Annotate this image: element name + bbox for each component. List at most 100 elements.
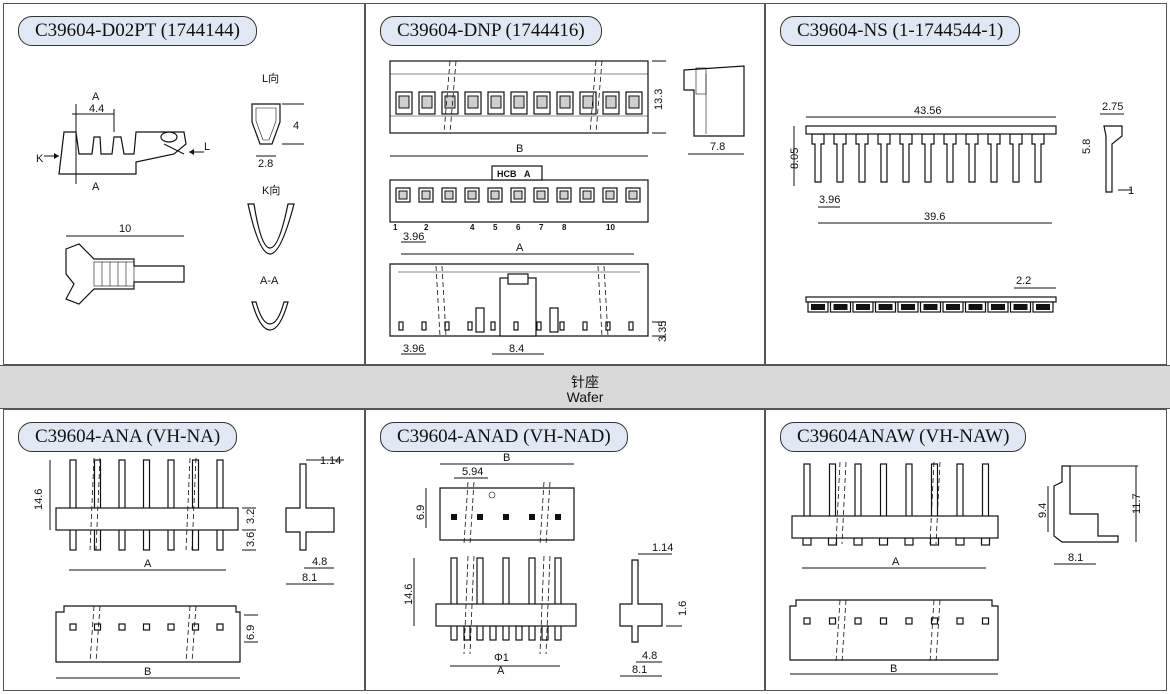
hole [93,623,102,631]
offset-pin [489,625,497,641]
pin [191,459,200,551]
dim-11-7: 11.7 [1131,493,1143,514]
side-view [285,463,335,551]
label-b: B [516,143,523,155]
band-chinese-label: 针座 [571,375,599,391]
hole [981,617,990,625]
panel-title: C39604-NS (1-1744544-1) [780,16,1021,46]
pin-1: 1 [393,223,398,232]
dim-43-56: 43.56 [914,105,942,117]
hcb-mark [833,304,848,310]
label-k-view: K向 [262,183,280,197]
cavity-latch [536,95,548,109]
pin-foot [929,537,940,546]
hole [167,623,175,631]
dim-2-75: 2.75 [1102,101,1123,113]
dim-13-3: 13.3 [653,89,665,110]
dim-3-35: 3.35 [657,321,669,342]
label-a: A [497,665,505,677]
pin-foot [853,537,863,546]
bottom-slot [628,321,634,331]
label-l: L [204,141,210,153]
hole [451,514,457,520]
label-a-dim: A [516,242,524,254]
panel-anad: C39604-ANAD (VH-NAD) B 5.94 6.9 14.6 Φ1 … [365,409,765,691]
bottom-slot [444,321,450,331]
hole [529,514,535,520]
bottom-slot-row [398,321,634,331]
panel-d02pt: C39604-D02PT (1744144) K L A 4.4 A L向 [3,3,365,365]
dim-2-8: 2.8 [258,158,273,170]
hole-row [803,617,990,625]
dim-8-4: 8.4 [509,343,524,355]
pin [69,459,77,551]
hole [69,623,77,631]
label-b: B [890,663,897,675]
dim-8-1: 8.1 [1068,552,1083,564]
cavity-latch [605,95,617,109]
top-slot-row [395,187,641,203]
hcb-mark [1036,304,1050,310]
hole [191,623,200,631]
hcb-mark [991,304,1005,310]
pin-foot [904,537,914,546]
slot-inner [559,190,569,200]
hole [854,617,862,625]
dim-5-94: 5.94 [462,466,483,478]
slot-inner [605,190,615,200]
slot-inner [444,190,454,200]
bottom-slot [398,321,404,331]
dim-6-9: 6.9 [245,625,257,640]
terminal-k-view [247,203,295,255]
terminal-top-view: 10 [65,223,185,305]
dim-9-4: 9.4 [1037,503,1049,518]
label-a: A [144,558,152,570]
dim-7-8: 7.8 [710,141,725,153]
label-a-top: A [92,91,100,103]
hcb-mark [856,304,870,310]
bottom-slot [490,321,496,331]
panel-title: C39604-ANA (VH-NA) [18,422,238,452]
panel-title: C39604-DNP (1744416) [380,16,602,46]
wafer-anaw-drawing: A 11.7 9.4 8.1 B [789,461,1143,675]
housing-bottom-view [389,263,649,337]
pin-7: 7 [539,223,544,232]
pin [476,557,484,641]
hole [118,623,126,631]
hcb-mark [946,304,960,310]
hole [142,623,151,631]
pin [554,557,562,641]
cavity-latch [628,95,640,109]
strip-terminal [855,133,869,183]
dim-3-96: 3.96 [819,194,840,206]
hcb-row [807,301,1054,313]
label-k: K [36,153,44,165]
pin [93,459,102,551]
dim-1-14: 1.14 [652,542,673,554]
strip-terminal [899,133,913,183]
cavity-latch [444,95,456,109]
bottom-slot [582,321,588,331]
slot-inner [628,190,638,200]
label-a-a: A-A [260,275,279,287]
hole [803,617,811,625]
dim-3-6: 3.6 [245,532,257,547]
hole [828,617,837,625]
pin-row [69,459,224,551]
strip-side-view [1103,125,1123,193]
dim-5-8: 5.8 [1081,139,1093,154]
hole [905,617,913,625]
label-a-bottom: A [92,181,100,193]
dim-8-1: 8.1 [632,664,647,676]
terminal-l-view [251,103,281,145]
hole [216,623,224,631]
hole [477,514,483,520]
bottom-slot [467,321,473,331]
pin [118,459,126,551]
hcb-mark [1013,304,1028,310]
hole-row [451,514,561,520]
hole [879,617,888,625]
hcb-mark [811,304,825,310]
slot-inner [536,190,546,200]
